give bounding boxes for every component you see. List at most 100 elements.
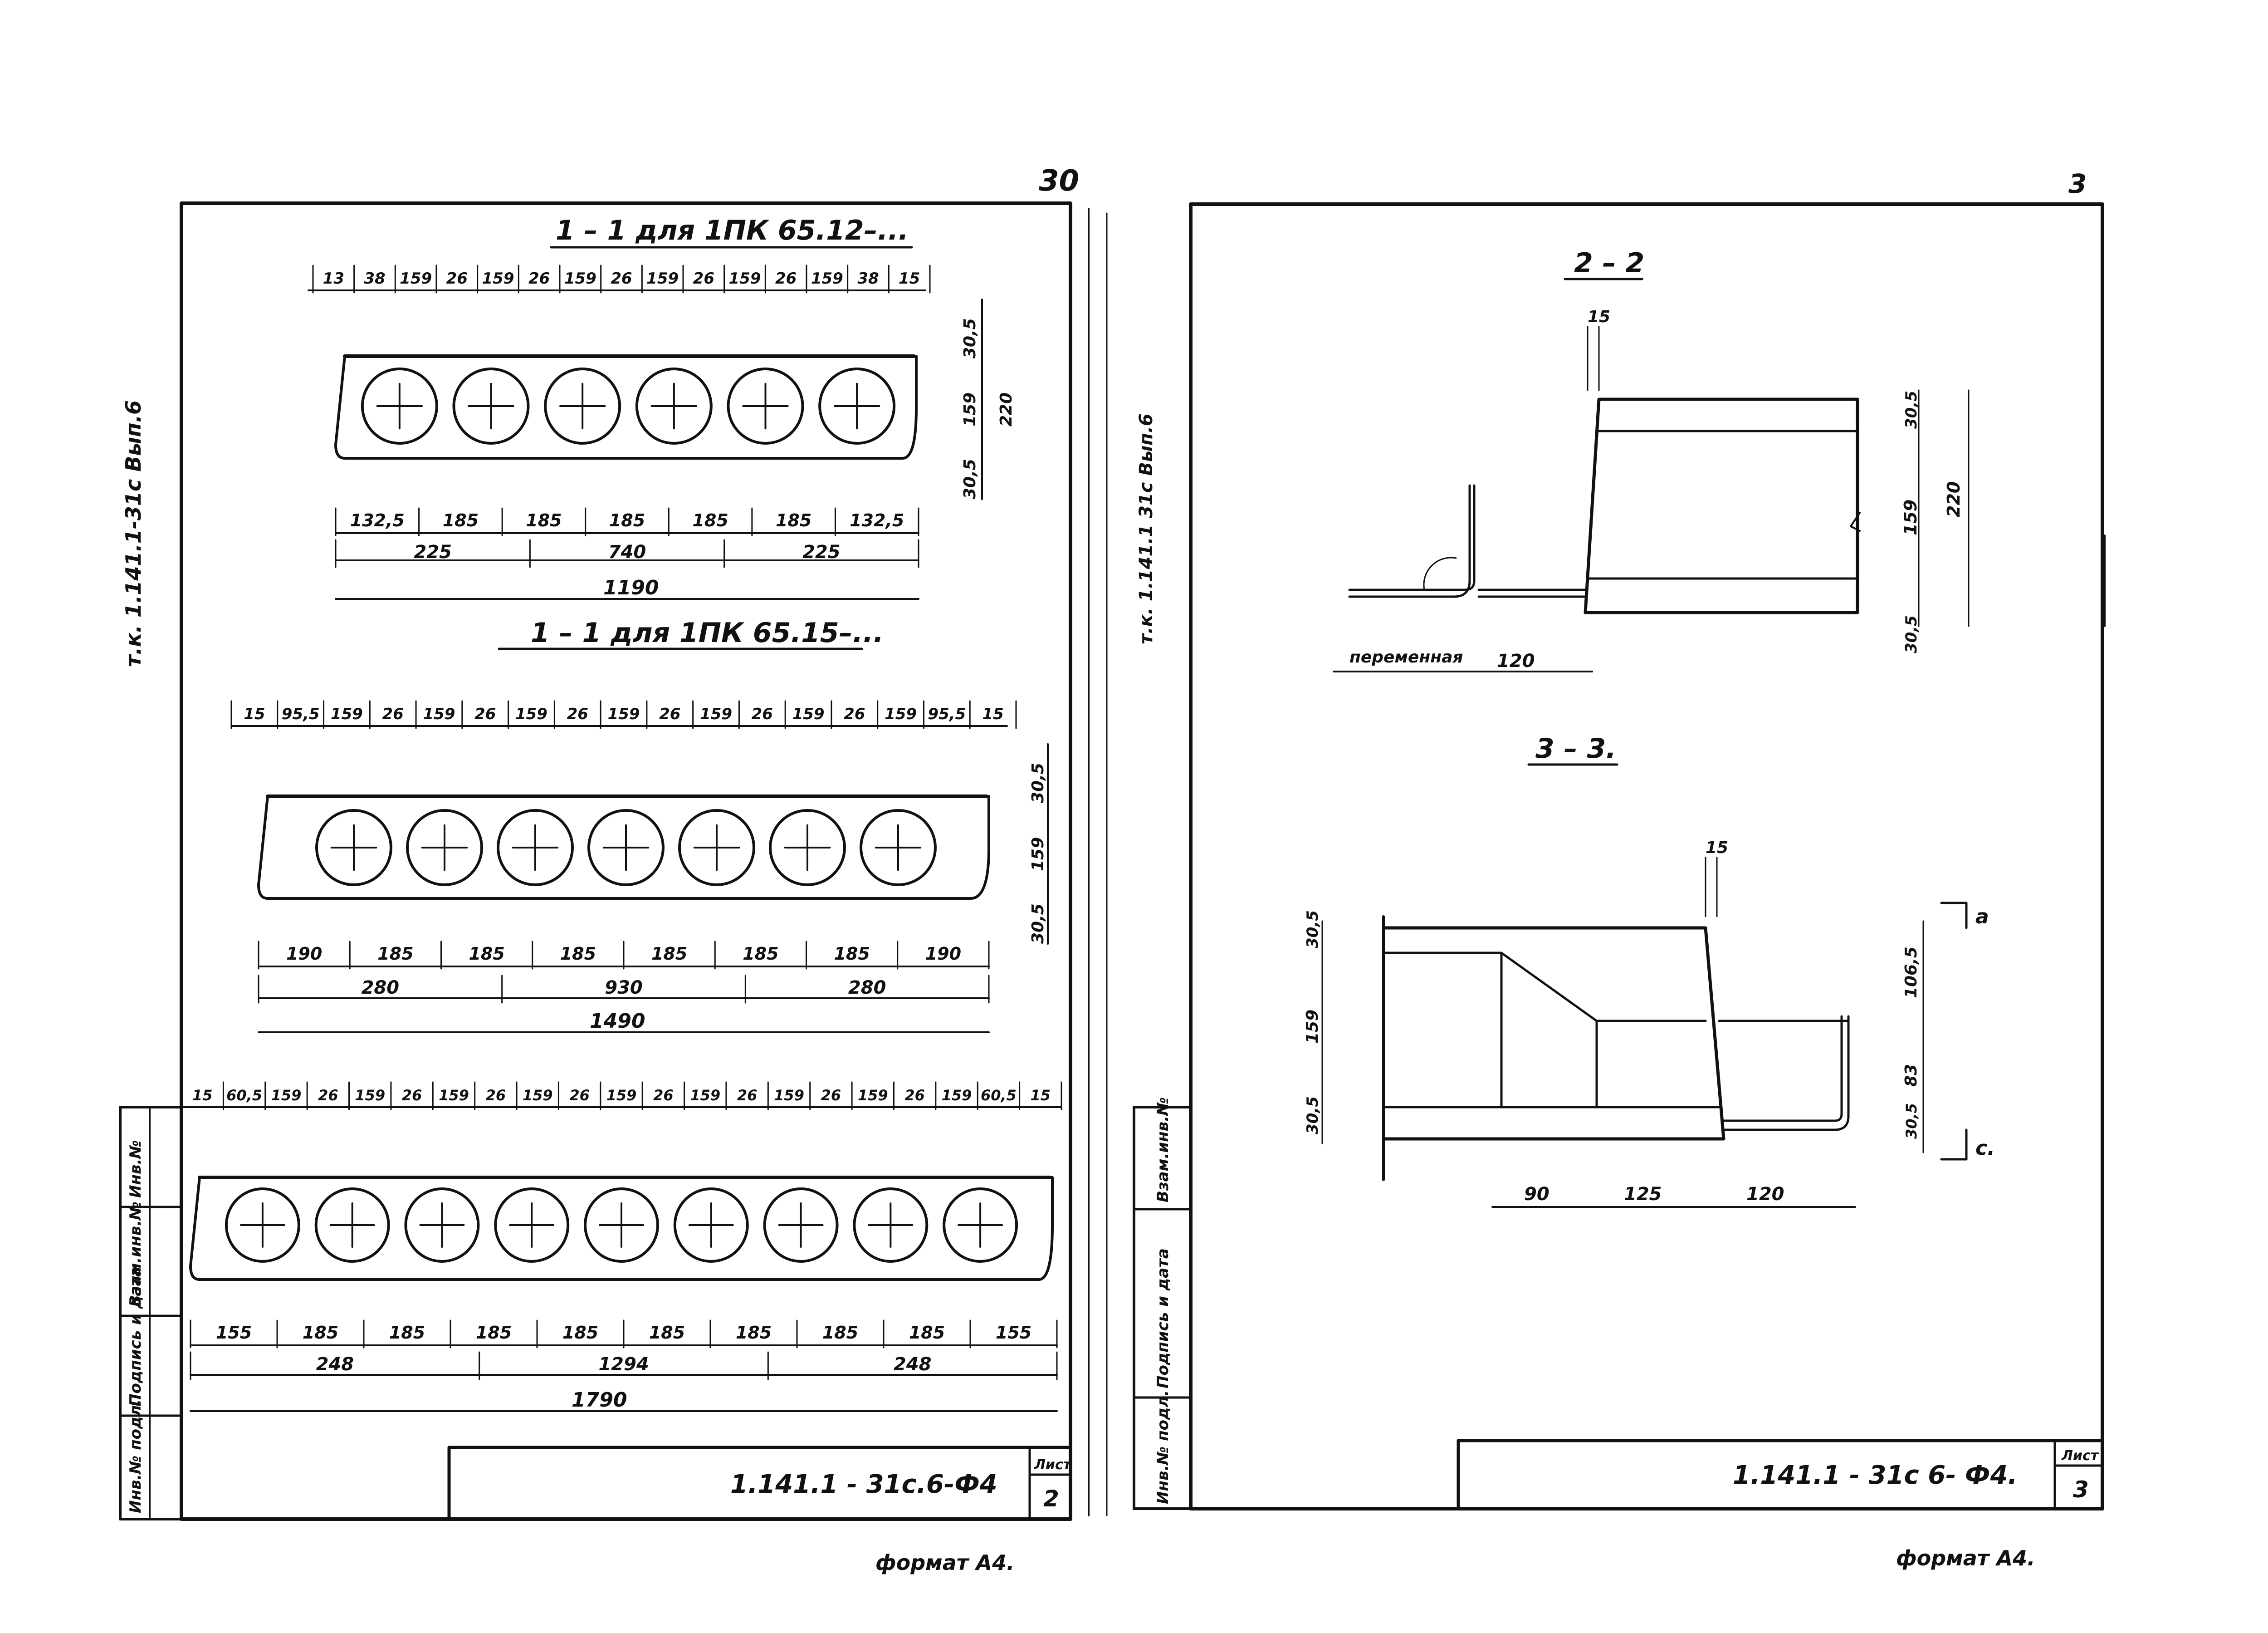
void-circle <box>361 368 438 445</box>
dimension-label: 185 <box>443 510 479 530</box>
s33-h6: 30,5 <box>1903 1103 1920 1139</box>
dimension-label: 159 <box>811 270 843 288</box>
dimension-label: 159 <box>606 1087 637 1104</box>
b-h1: 30,5 <box>1029 763 1047 803</box>
left-stamp-code: 1.141.1 - 31с.6-Ф4 <box>730 1470 997 1499</box>
dimension-label: 26 <box>653 1087 674 1104</box>
s33-h2: 159 <box>1303 1010 1322 1044</box>
right-stamp-strip <box>1133 1106 1192 1510</box>
dimension-label: 159 <box>942 1087 972 1104</box>
left-side-label: т.к. 1.141.1-31с Вып.6 <box>121 400 146 667</box>
dimension-label: 185 <box>822 1323 858 1343</box>
dimension-label: 15 <box>192 1087 213 1104</box>
page-number-right: 3 <box>2068 168 2087 199</box>
dimension-label: 26 <box>474 705 496 723</box>
void-center-mark <box>468 383 514 430</box>
s33-cut-c: с. <box>1975 1137 1995 1160</box>
section-b-total: 1490 <box>590 1010 645 1033</box>
void-circle <box>497 809 574 886</box>
dimension-label: 159 <box>439 1087 469 1104</box>
void-circle <box>494 1187 570 1263</box>
s33-h3: 30,5 <box>1304 1096 1322 1134</box>
dimension-label: 159 <box>482 270 514 288</box>
section-b-title: 1 – 1 для 1ПК 65.15–... <box>531 617 884 649</box>
slab-b-voids <box>315 809 937 886</box>
a-h4: 30,5 <box>961 459 979 499</box>
dimension-label: 60,5 <box>226 1087 262 1104</box>
void-center-mark <box>742 383 789 430</box>
dimension-label: 95,5 <box>928 705 966 723</box>
right-sheet-label: Лист <box>2061 1448 2099 1464</box>
dimension-label: 159 <box>608 705 640 723</box>
slab-c-outline <box>189 1176 1054 1281</box>
dimension-label: 26 <box>402 1087 422 1104</box>
void-circle <box>818 368 896 445</box>
dimension-label: 185 <box>526 510 562 530</box>
section-3-3: 3 – 3. 15 30,5 159 30,5 106,5 83 30,5 а … <box>1303 733 1995 1208</box>
stamp-orig-right: Инв.№ подл. <box>1154 1390 1172 1504</box>
dimension-label: 26 <box>737 1087 758 1104</box>
void-circle <box>406 809 483 886</box>
s22-h1: 30,5 <box>1902 391 1921 429</box>
stamp-replace-right: Взам.инв.№ <box>1154 1097 1172 1202</box>
dimension-label: 185 <box>476 1323 512 1343</box>
s22-dim-15: 15 <box>1588 308 1610 326</box>
s22-bottom-var: переменная <box>1349 648 1463 667</box>
dimension-label: 185 <box>743 944 778 964</box>
dimension-label: 60,5 <box>981 1087 1017 1104</box>
section-c-total: 1790 <box>572 1388 627 1412</box>
a-h2: 159 <box>961 392 979 427</box>
b-h3: 30,5 <box>1029 903 1047 944</box>
dimension-label: 26 <box>775 270 797 288</box>
dimension-label: 185 <box>609 510 645 530</box>
dimension-label: 280 <box>362 977 400 998</box>
s22-h4: 30,5 <box>1902 615 1921 653</box>
void-center-mark <box>376 383 423 430</box>
dimension-label: 26 <box>567 705 588 723</box>
s22-rebar <box>1348 484 1587 598</box>
dimension-label: 159 <box>700 705 732 723</box>
void-circle <box>860 809 937 886</box>
void-center-mark <box>875 824 922 871</box>
void-center-mark <box>784 824 831 871</box>
dimension-label: 13 <box>323 270 344 288</box>
section-a-title: 1 – 1 для 1ПК 65.12–... <box>556 215 909 246</box>
void-center-mark <box>650 383 698 430</box>
void-circle <box>943 1187 1018 1263</box>
dimension-label: 26 <box>821 1087 841 1104</box>
dimension-label: 159 <box>646 270 679 288</box>
s33-h1: 30,5 <box>1304 910 1322 948</box>
left-stamp-strip <box>119 1106 183 1520</box>
dimension-label: 26 <box>844 705 865 723</box>
void-center-mark <box>599 1202 644 1248</box>
dimension-label: 159 <box>515 705 547 723</box>
dimension-label: 1294 <box>598 1354 649 1375</box>
dimension-label: 185 <box>736 1323 772 1343</box>
dimension-label: 159 <box>564 270 596 288</box>
dimension-label: 190 <box>925 944 961 964</box>
void-center-mark <box>602 824 650 871</box>
right-sheet: Взам.инв.№ Подпись и дата Инв.№ подл. т.… <box>1133 202 2104 1570</box>
dimension-label: 248 <box>894 1354 932 1375</box>
dimension-label: 280 <box>848 977 886 998</box>
stamp-inv-left: Инв.№ <box>127 1140 145 1198</box>
void-circle <box>314 1187 390 1263</box>
dimension-label: 159 <box>792 705 825 723</box>
slab-a-voids <box>361 368 896 445</box>
void-circle <box>584 1187 659 1263</box>
stamp-orig-left: Инв.№ подл. <box>127 1399 145 1513</box>
s33-h5: 83 <box>1902 1064 1921 1087</box>
dimension-label: 185 <box>303 1323 338 1343</box>
dimension-label: 185 <box>377 944 413 964</box>
dimension-label: 248 <box>316 1354 354 1375</box>
dimension-label: 26 <box>693 270 714 288</box>
dimension-label: 740 <box>608 542 646 563</box>
